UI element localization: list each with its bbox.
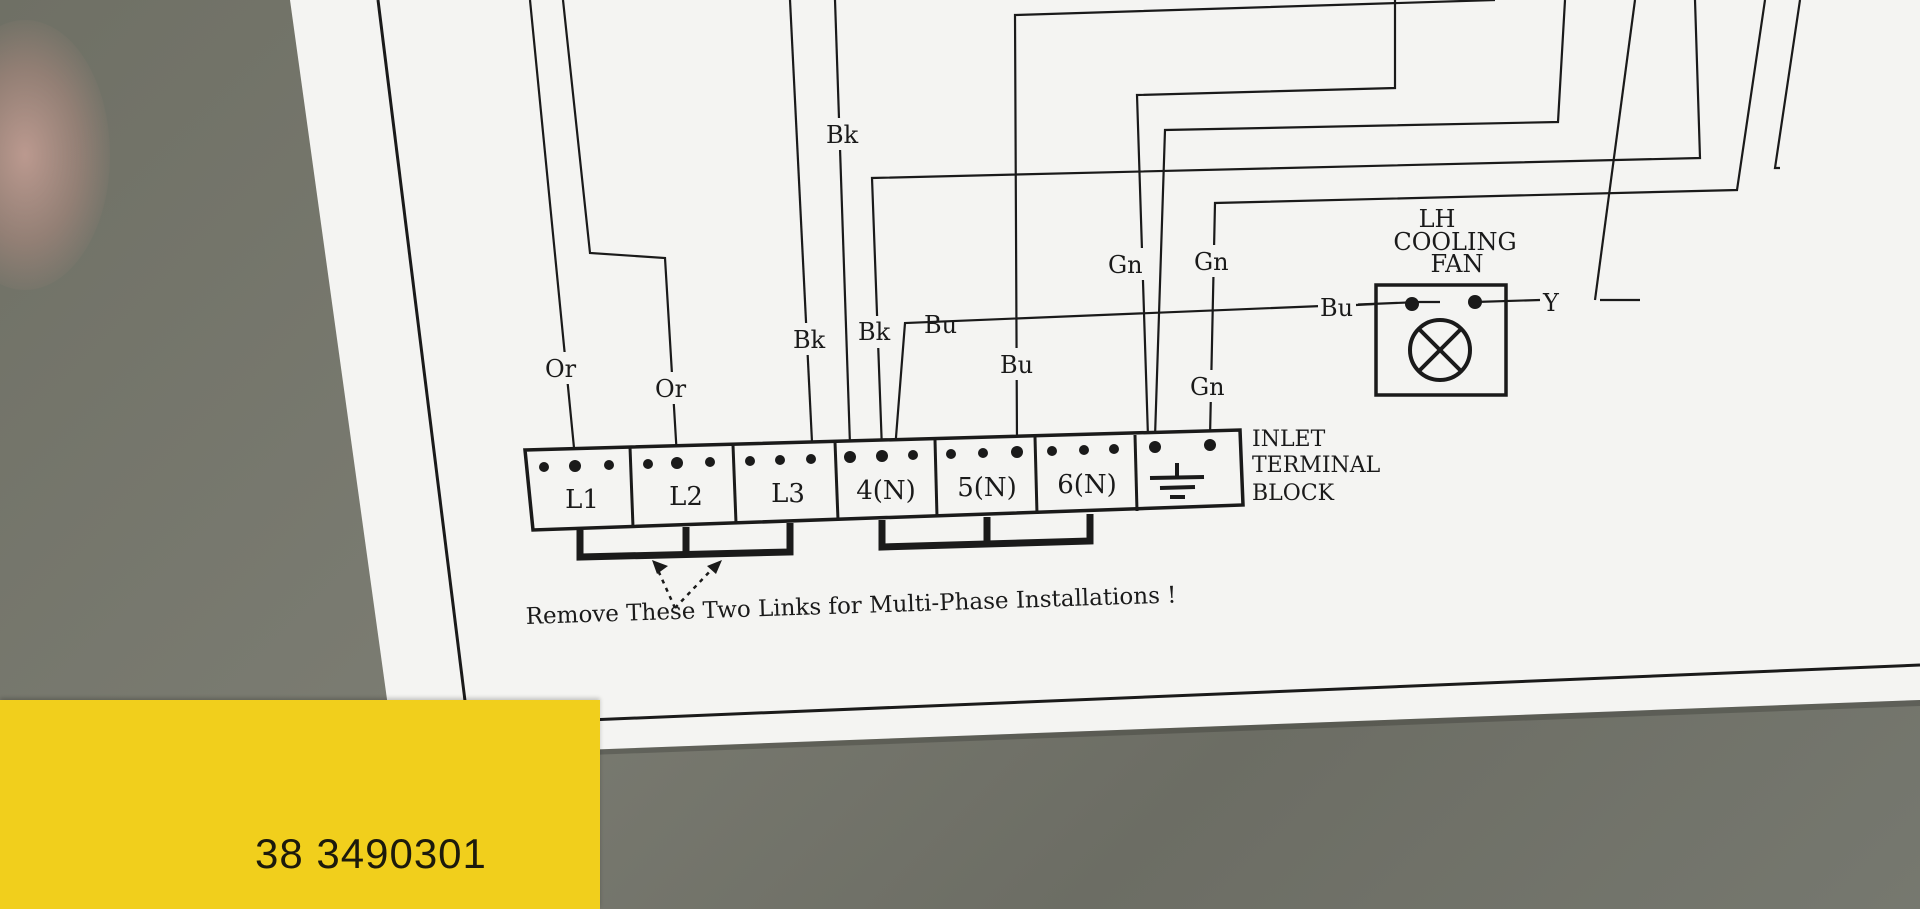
label-bu-mid: Bu <box>924 311 957 339</box>
terminal-block: L1 L2 L3 4(N) 5(N) 6(N) INLET TERMINAL B… <box>523 427 1381 532</box>
label-bu-lower: Bu <box>1000 351 1033 379</box>
block-label-line1: INLET <box>1252 427 1326 452</box>
label-gn-lower: Gn <box>1190 373 1225 401</box>
label-gn-right: Gn <box>1194 248 1229 276</box>
label-or-right: Or <box>655 375 687 403</box>
terminal-4n: 4(N) <box>856 476 916 506</box>
fan-box <box>1374 283 1508 397</box>
yellow-sticker <box>0 700 600 909</box>
diagram-frame <box>376 0 1920 727</box>
paper-shadow <box>395 700 1920 762</box>
fan-label-line2: COOLING <box>1393 228 1516 256</box>
terminal-6n: 6(N) <box>1057 470 1117 500</box>
paper-sheet <box>290 0 1920 757</box>
cooling-fan: LH COOLING FAN <box>1355 205 1541 397</box>
fan-label-line3: FAN <box>1431 250 1484 278</box>
fan-motor-icon <box>1408 318 1472 382</box>
sticker-code: 38 3490301 <box>255 830 487 877</box>
terminal-l2: L2 <box>669 482 703 512</box>
wire-label-gaps <box>545 118 1564 404</box>
wire-labels: Bk Or Or Bk Bk Bu Bu Gn Gn Gn Bu Y <box>545 121 1560 403</box>
label-bk-mid: Bk <box>858 318 891 346</box>
earth-icon <box>1149 463 1205 499</box>
block-label-line2: TERMINAL <box>1252 453 1381 478</box>
label-y-fan: Y <box>1542 289 1560 317</box>
fan-label-line1: LH <box>1419 205 1456 233</box>
label-bk-left: Bk <box>793 326 826 354</box>
terminal-l3: L3 <box>771 479 805 509</box>
bridge-links <box>576 514 1094 561</box>
terminal-l1: L1 <box>565 485 599 515</box>
terminal-block-outline <box>523 428 1245 532</box>
wires <box>528 0 1802 459</box>
label-or-left: Or <box>545 355 577 383</box>
terminal-5n: 5(N) <box>957 473 1017 503</box>
label-bu-fan: Bu <box>1320 294 1353 322</box>
link-pointer-arrows <box>655 565 716 609</box>
label-bk-top: Bk <box>826 121 859 149</box>
label-gn-left: Gn <box>1108 251 1143 279</box>
block-label-line3: BLOCK <box>1252 481 1335 506</box>
